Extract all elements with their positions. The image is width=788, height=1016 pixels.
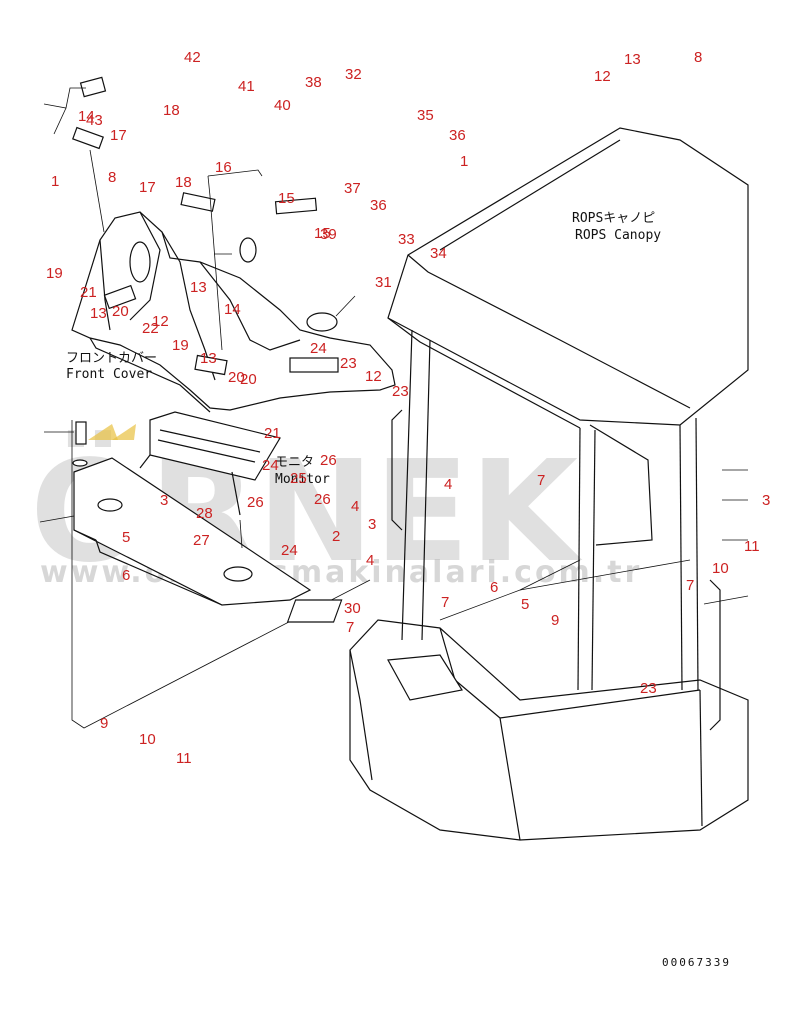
callout-2: 2 (332, 528, 340, 545)
callout-24: 24 (281, 542, 298, 559)
monitor-drawing (39, 411, 371, 729)
callout-25: 25 (290, 470, 307, 487)
callout-17: 17 (110, 127, 127, 144)
callout-38: 38 (305, 74, 322, 91)
callout-27: 27 (193, 532, 210, 549)
front-cover-drawing (43, 76, 396, 413)
callout-22: 22 (142, 320, 159, 337)
front-cover-label-en: Front Cover (66, 367, 152, 382)
callout-6: 6 (490, 579, 498, 596)
callout-32: 32 (345, 66, 362, 83)
callout-40: 40 (274, 97, 291, 114)
callout-10: 10 (139, 731, 156, 748)
callout-21: 21 (80, 284, 97, 301)
callout-3: 3 (762, 492, 770, 509)
callout-36: 36 (449, 127, 466, 144)
rops-label-en: ROPS Canopy (575, 228, 661, 243)
callout-36: 36 (370, 197, 387, 214)
callout-5: 5 (521, 596, 529, 613)
callout-33: 33 (398, 231, 415, 248)
callout-28: 28 (196, 505, 213, 522)
callout-12: 12 (365, 368, 382, 385)
callout-10: 10 (712, 560, 729, 577)
callout-14: 14 (224, 301, 241, 318)
front-cover-label-jp: フロントカバー (66, 351, 157, 366)
rops-canopy-drawing (286, 127, 749, 841)
callout-7: 7 (686, 577, 694, 594)
callout-35: 35 (417, 107, 434, 124)
callout-4: 4 (444, 476, 452, 493)
callout-20: 20 (112, 303, 129, 320)
callout-13: 13 (624, 51, 641, 68)
callout-12: 12 (594, 68, 611, 85)
monitor-label-en: Monitor (275, 472, 330, 487)
callout-7: 7 (537, 472, 545, 489)
callout-9: 9 (100, 715, 108, 732)
callout-6: 6 (122, 567, 130, 584)
callout-23: 23 (340, 355, 357, 372)
rops-label-jp: ROPSキャノピ (572, 211, 655, 226)
callout-18: 18 (163, 102, 180, 119)
callout-20: 20 (240, 371, 257, 388)
callout-19: 19 (172, 337, 189, 354)
callout-43: 43 (86, 112, 103, 129)
callout-11: 11 (176, 750, 192, 767)
callout-19: 19 (46, 265, 63, 282)
callout-13: 13 (200, 350, 217, 367)
callout-23: 23 (640, 680, 657, 697)
callout-41: 41 (238, 78, 255, 95)
callout-17: 17 (139, 179, 156, 196)
callout-24: 24 (262, 457, 279, 474)
callout-20: 20 (228, 369, 245, 386)
callout-39: 39 (320, 226, 337, 243)
callout-31: 31 (375, 274, 392, 291)
callout-1: 1 (460, 153, 468, 170)
monitor-label-jp: モニタ (275, 455, 314, 470)
callout-34: 34 (430, 245, 447, 262)
callout-11: 11 (744, 538, 760, 555)
callout-26: 26 (314, 491, 331, 508)
callout-12: 12 (152, 313, 169, 330)
callout-9: 9 (551, 612, 559, 629)
callout-18: 18 (175, 174, 192, 191)
callout-16: 16 (215, 159, 232, 176)
callout-8: 8 (108, 169, 116, 186)
watermark-accent-mark-2 (112, 424, 136, 440)
callout-15: 15 (278, 190, 295, 207)
callout-7: 7 (346, 619, 354, 636)
watermark-accent-mark (88, 424, 118, 440)
labels: フロントカバー Front Cover ROPSキャノピ ROPS Canopy… (66, 211, 731, 969)
callout-5: 5 (122, 529, 130, 546)
callout-8: 8 (694, 49, 702, 66)
callout-7: 7 (441, 594, 449, 611)
drawing-code: 00067339 (662, 956, 731, 969)
callout-13: 13 (190, 279, 207, 296)
callout-26: 26 (247, 494, 264, 511)
callout-37: 37 (344, 180, 361, 197)
callout-1: 1 (51, 173, 59, 190)
callout-13: 13 (90, 305, 107, 322)
callout-3: 3 (368, 516, 376, 533)
callout-42: 42 (184, 49, 201, 66)
callout-23: 23 (392, 383, 409, 400)
callout-24: 24 (310, 340, 327, 357)
callout-4: 4 (366, 552, 374, 569)
callout-14: 14 (78, 108, 95, 125)
callout-4: 4 (351, 498, 359, 515)
callout-15: 15 (314, 225, 331, 242)
callout-30: 30 (344, 600, 361, 617)
callout-26: 26 (320, 452, 337, 469)
callout-3: 3 (160, 492, 168, 509)
callout-21: 21 (264, 425, 281, 442)
